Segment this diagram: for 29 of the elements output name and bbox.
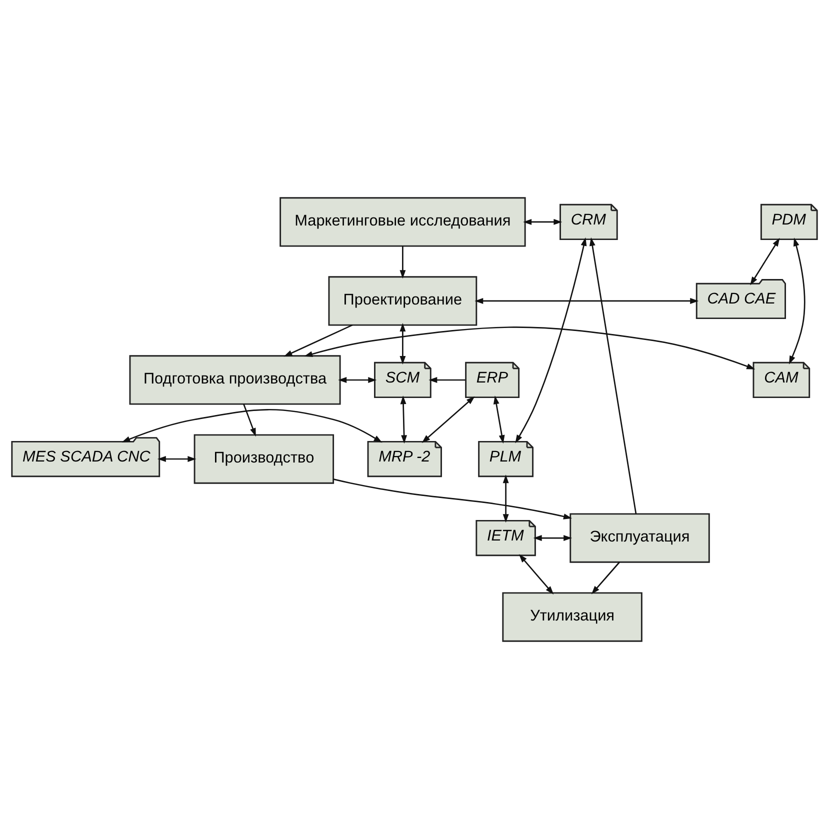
arrow — [788, 238, 806, 364]
arrow — [533, 535, 572, 541]
arrow — [515, 237, 587, 444]
arrow — [474, 298, 699, 304]
arrow — [122, 409, 382, 443]
node-box: Маркетинговые исследования — [280, 197, 526, 247]
arrow — [157, 456, 196, 462]
arrow — [518, 554, 554, 594]
node-box: Подготовка производства — [129, 355, 341, 405]
node-box: Производство — [194, 434, 334, 484]
arrow — [750, 238, 780, 286]
arrow — [591, 562, 620, 594]
arrow — [493, 396, 505, 444]
arrow — [502, 474, 509, 523]
arrow — [400, 396, 408, 444]
arrow — [333, 478, 572, 520]
arrow — [284, 324, 353, 357]
node-box: Проектирование — [328, 276, 478, 326]
arrow — [338, 377, 377, 383]
arrow — [304, 326, 756, 370]
node-box: Эксплуатация — [570, 513, 710, 563]
arrow — [243, 404, 256, 437]
arrow — [400, 246, 406, 279]
node-box: Утилизация — [502, 592, 642, 642]
arrow — [523, 218, 562, 225]
arrow — [400, 323, 406, 365]
arrow — [422, 396, 475, 443]
arrow — [428, 377, 466, 383]
arrow — [589, 237, 637, 514]
